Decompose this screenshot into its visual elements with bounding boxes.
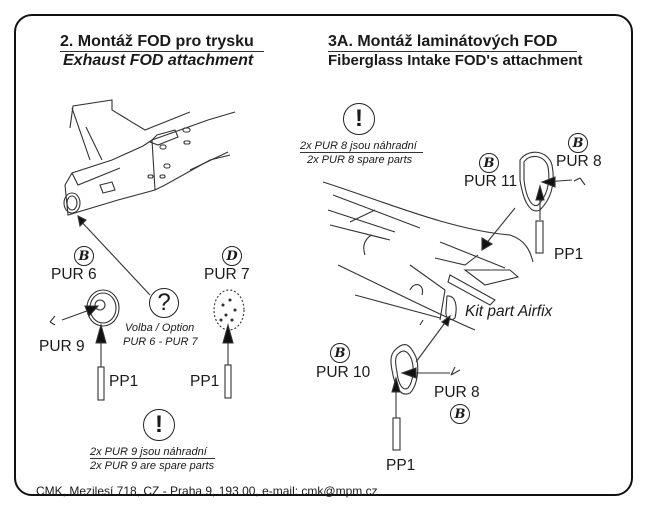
warning-icon-left: ! — [143, 409, 175, 441]
pur9-part-drawing — [49, 315, 56, 326]
label-pur7: PUR 7 — [204, 266, 250, 283]
label-pur8-bottom: PUR 8 — [434, 384, 480, 401]
pur8-top-part-drawing — [573, 177, 586, 186]
warning-icon-right: ! — [343, 103, 375, 135]
label-pp1-right: PP1 — [190, 373, 220, 390]
label-pur9: PUR 9 — [39, 338, 85, 355]
option-arrow — [77, 217, 151, 296]
aircraft-tail-drawing — [63, 99, 236, 216]
pp1-right-drawing — [224, 364, 232, 399]
option-line1: Volba / Option — [125, 322, 195, 334]
footer-address: CMK, Mezilesí 718, CZ - Praha 9, 193 00,… — [36, 484, 378, 498]
label-pp1-bottom: PP1 — [386, 457, 416, 474]
pur7-part-drawing — [213, 289, 245, 331]
label-pur6: PUR 6 — [51, 266, 97, 283]
material-badge-pur8-bottom: B — [450, 404, 470, 424]
question-icon: ? — [149, 288, 179, 318]
label-pp1-top: PP1 — [554, 246, 584, 263]
spare-note-left-cz: 2x PUR 9 jsou náhradní — [90, 446, 215, 459]
pur11-part-drawing — [519, 151, 554, 212]
material-badge-pur6: B — [74, 246, 94, 266]
intake-title-cz: 3A. Montáž laminátových FOD — [328, 33, 578, 52]
exhaust-title-cz: 2. Montáž FOD pro trysku — [60, 33, 264, 52]
label-pp1-left: PP1 — [109, 373, 139, 390]
material-badge-pur7: D — [222, 246, 242, 266]
material-badge-pur8-top: B — [568, 133, 588, 153]
exhaust-title-en: Exhaust FOD attachment — [63, 52, 254, 69]
sheet-border — [14, 14, 633, 496]
option-line2: PUR 6 - PUR 7 — [123, 336, 198, 348]
label-pur8-top: PUR 8 — [556, 153, 602, 170]
material-badge-pur11: B — [479, 153, 499, 173]
label-pur11: PUR 11 — [464, 173, 518, 190]
spare-note-right-cz: 2x PUR 8 jsou náhradní — [300, 140, 423, 153]
label-kit-part: Kit part Airfix — [465, 303, 553, 320]
label-pur10: PUR 10 — [316, 364, 371, 381]
material-badge-pur10: B — [330, 343, 350, 363]
spare-note-right-en: 2x PUR 8 spare parts — [307, 154, 413, 166]
pp1-top-drawing — [535, 220, 544, 254]
pur10-part-drawing — [390, 344, 419, 395]
spare-note-left-en: 2x PUR 9 are spare parts — [90, 460, 215, 472]
pur8-bottom-part-drawing — [450, 366, 461, 376]
pp1-bottom-drawing — [392, 417, 401, 451]
aircraft-intake-drawing — [322, 181, 534, 331]
intake-title-en: Fiberglass Intake FOD's attachment — [328, 52, 583, 69]
pp1-left-drawing — [97, 366, 105, 401]
